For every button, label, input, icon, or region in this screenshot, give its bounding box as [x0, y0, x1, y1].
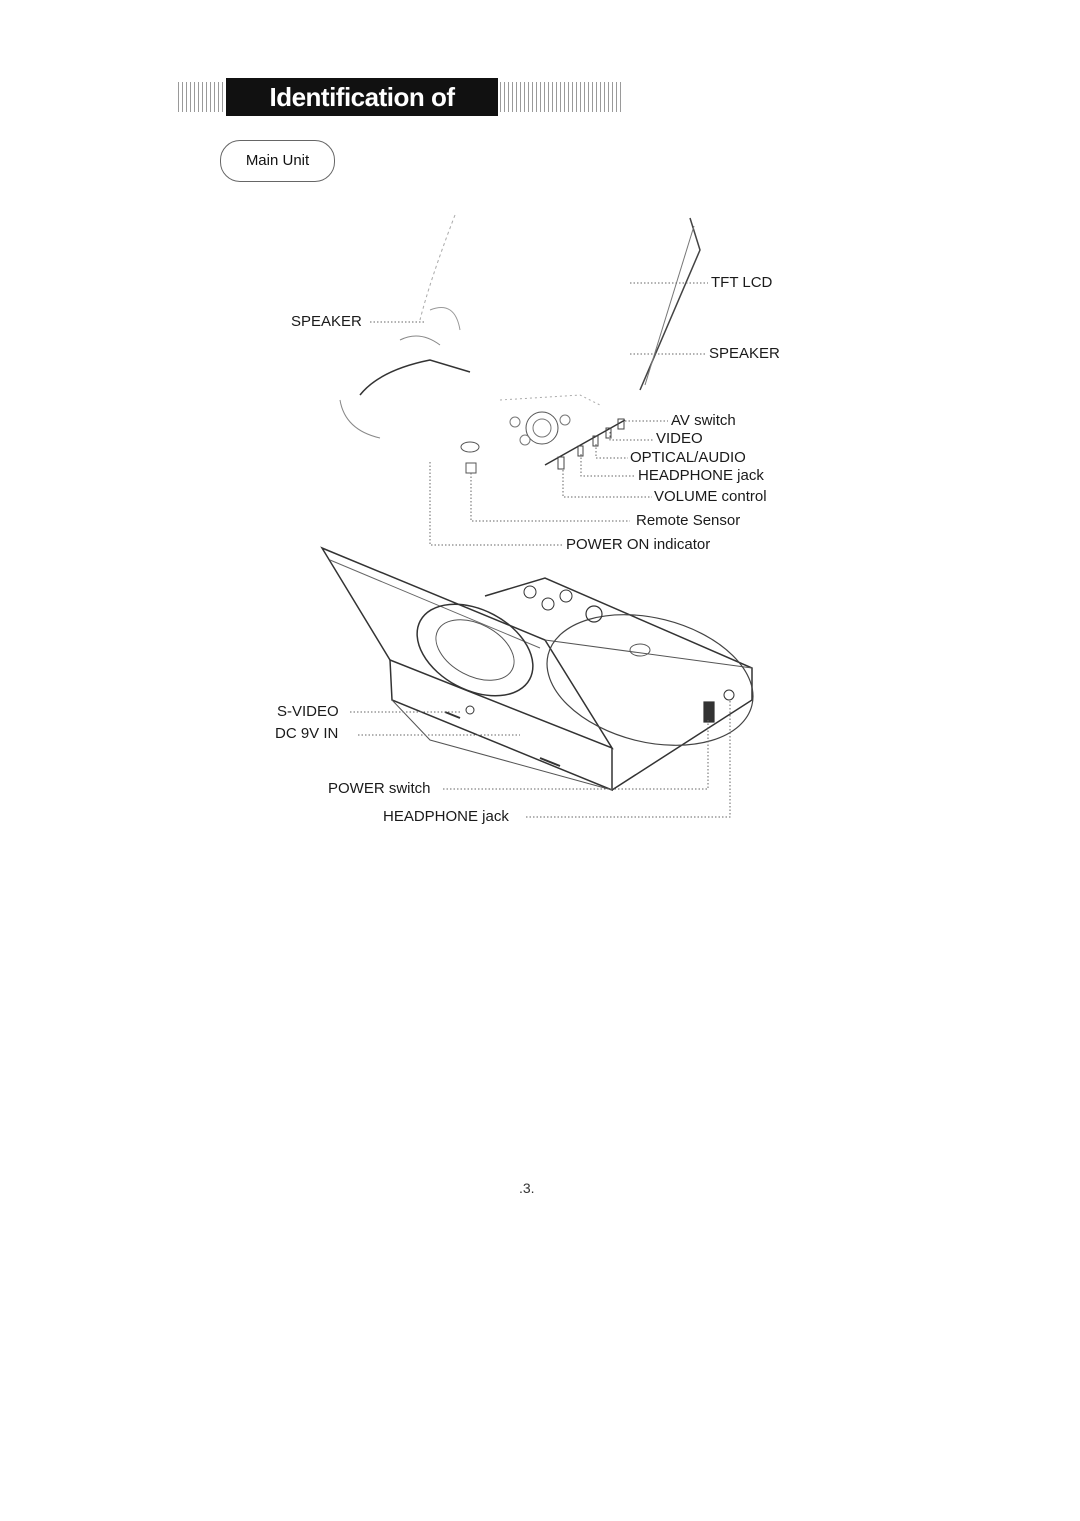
section-header: Identification of Controls: [178, 78, 623, 150]
header-hatch-left: [178, 82, 224, 112]
label-speaker-left: SPEAKER: [291, 313, 362, 330]
label-av-switch: AV switch: [671, 412, 736, 429]
label-optical-audio: OPTICAL/AUDIO: [630, 449, 746, 466]
main-unit-badge: Main Unit: [220, 140, 335, 182]
page-number: .3.: [519, 1180, 535, 1196]
label-tft-lcd: TFT LCD: [711, 274, 773, 291]
label-speaker-right: SPEAKER: [709, 345, 780, 362]
label-s-video: S-VIDEO: [277, 703, 339, 720]
label-headphone-jack-bottom: HEADPHONE jack: [383, 808, 509, 825]
label-remote-sensor: Remote Sensor: [636, 512, 741, 529]
label-video: VIDEO: [656, 430, 703, 447]
label-power-on-indicator: POWER ON indicator: [566, 536, 711, 553]
label-volume-control: VOLUME control: [654, 488, 767, 505]
label-dc-9v-in: DC 9V IN: [275, 725, 339, 742]
label-headphone-jack-top: HEADPHONE jack: [638, 467, 764, 484]
label-power-switch: POWER switch: [328, 780, 431, 797]
page-title: Identification of Controls: [226, 78, 498, 150]
header-hatch-right: [500, 82, 623, 112]
